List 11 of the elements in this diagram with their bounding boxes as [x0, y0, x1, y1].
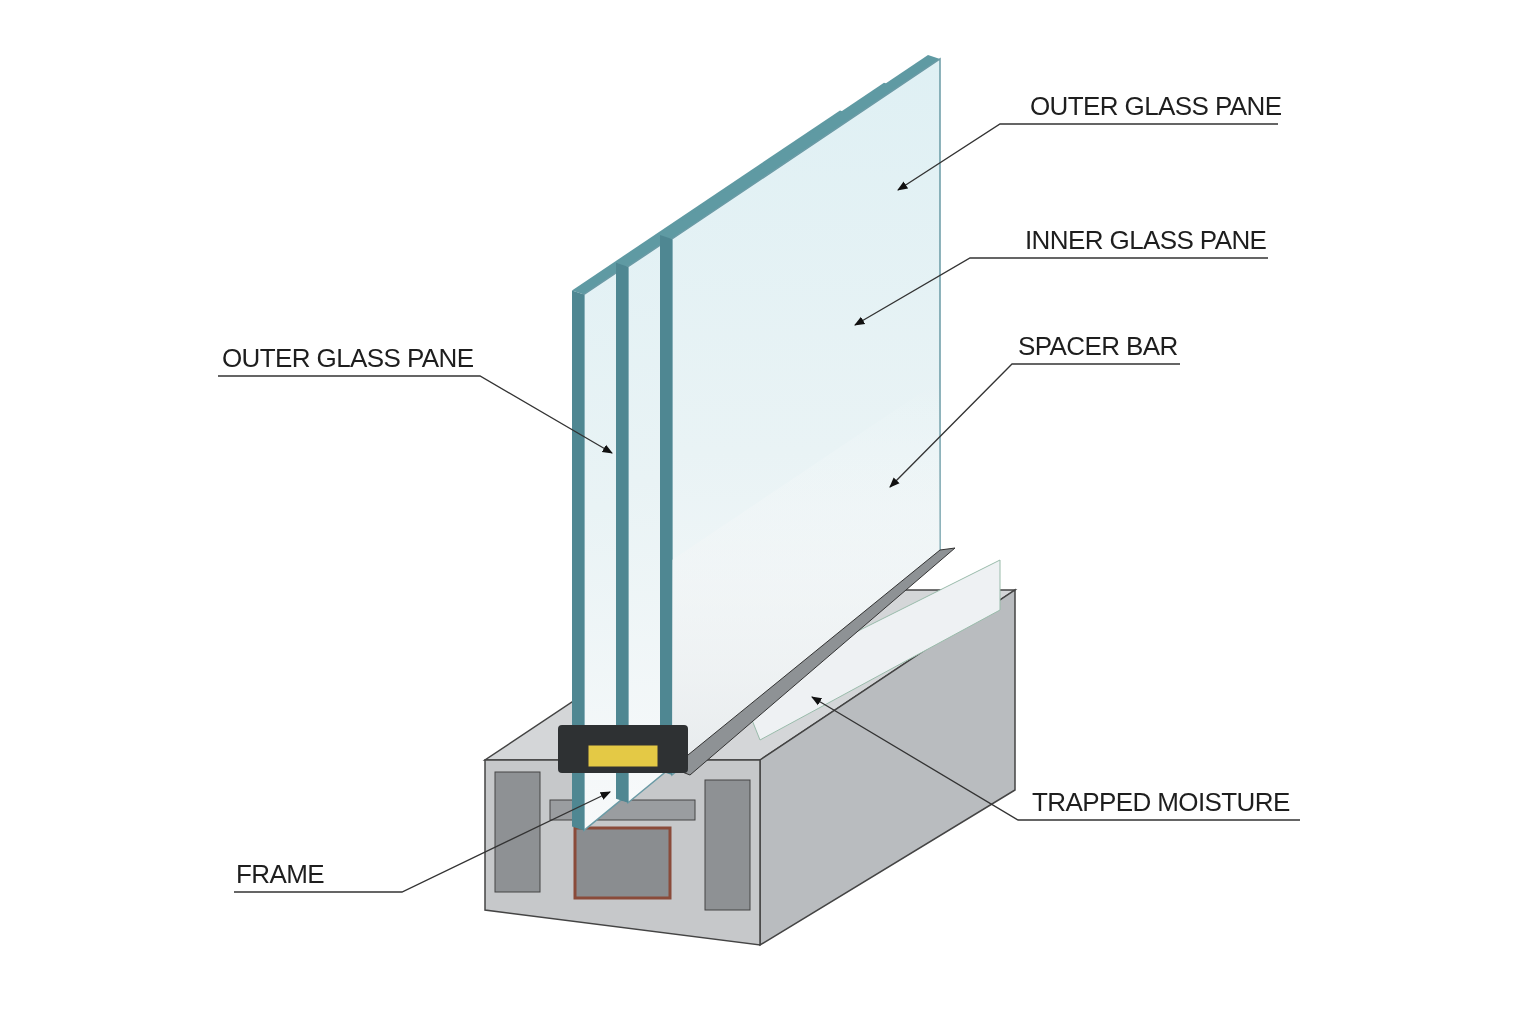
part-label: FRAME: [234, 856, 402, 892]
leader-line: [811, 696, 1301, 821]
part-label: SPACER BAR: [1012, 328, 1180, 364]
part-label: TRAPPED MOISTURE: [1018, 784, 1300, 820]
part-label: INNER GLASS PANE: [970, 222, 1268, 258]
leader-line: [217, 375, 613, 454]
leader-line: [897, 123, 1279, 191]
leader-line: [854, 257, 1269, 326]
part-label: OUTER GLASS PANE: [218, 340, 480, 376]
leader-line: [889, 363, 1181, 488]
leader-line: [233, 791, 611, 893]
